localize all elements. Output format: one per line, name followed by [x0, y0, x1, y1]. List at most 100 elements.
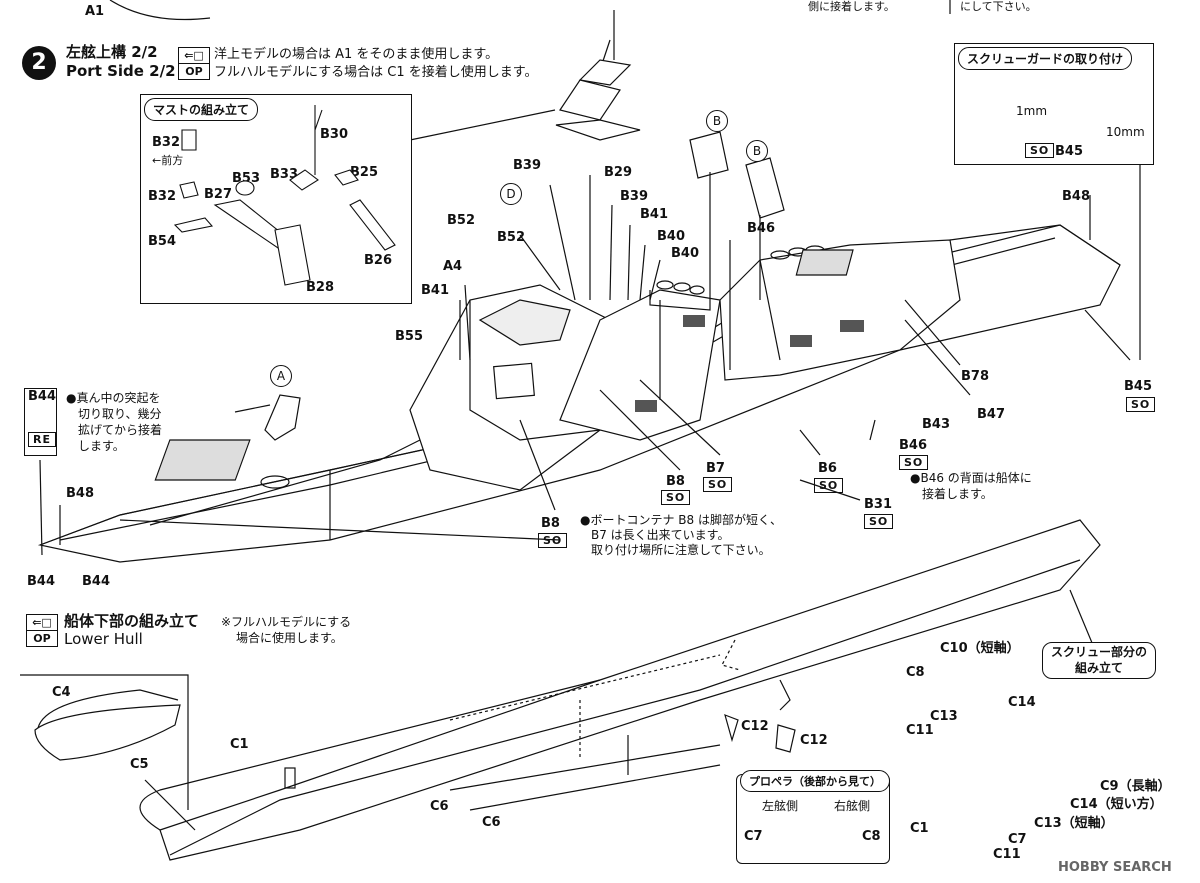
vls-fore: [154, 439, 251, 481]
mast-part-b30: B30: [320, 127, 348, 142]
label-c7: C7: [1008, 832, 1027, 847]
optional-badge-label: OP: [185, 65, 203, 78]
label-c8: C8: [906, 665, 925, 680]
label-b31: B31: [864, 497, 892, 512]
lower-hull-title-jp: 船体下部の組み立て: [64, 612, 200, 630]
mast-part-b53: B53: [232, 171, 260, 186]
label-b8b: B8: [541, 516, 560, 531]
label-c6a: C6: [430, 799, 449, 814]
label-c6b: C6: [482, 815, 501, 830]
label-b39b: B39: [620, 189, 648, 204]
top-fragment-curve: [109, 0, 211, 21]
label-c14a: C14: [1008, 695, 1036, 710]
label-c1a: C1: [230, 737, 249, 752]
callout-b2-circle: B: [746, 140, 768, 162]
superstructure-aft: [719, 239, 961, 381]
label-c5: C5: [130, 757, 149, 772]
label-c12a: C12: [741, 719, 769, 734]
label-c11a: C11: [906, 723, 934, 738]
so-badge-b45: SO: [1126, 397, 1156, 412]
label-b41a: B41: [640, 207, 668, 222]
mast-part-b28: B28: [306, 280, 334, 295]
label-c12b: C12: [800, 733, 828, 748]
screw-guard-dim-1mm: 1mm: [1016, 104, 1048, 118]
callout-b1-circle: B: [706, 110, 728, 132]
screw-guard-dim-10mm: 10mm: [1106, 125, 1145, 139]
b44-note-2: 切り取り、幾分: [78, 407, 162, 421]
label-b43: B43: [922, 417, 950, 432]
label-b6: B6: [818, 461, 837, 476]
main-mast: [555, 10, 641, 141]
vent-grids: [635, 315, 864, 412]
mast-part-b27: B27: [204, 187, 232, 202]
mast-part-b54: B54: [148, 234, 176, 249]
label-b52a: B52: [447, 213, 475, 228]
step-title-jp: 左舷上構 2/2: [66, 43, 158, 61]
mast-box-title: マストの組み立て: [144, 98, 259, 121]
mast-assembly-box: [140, 94, 412, 304]
label-b41b: B41: [421, 283, 449, 298]
b46-note-1: ●B46 の背面は船体に: [910, 471, 1032, 485]
lower-hull: [139, 519, 1101, 861]
top-right-note-2: にして下さい。: [960, 0, 1037, 13]
mast-part-b33: B33: [270, 167, 298, 182]
top-part-a1: A1: [85, 4, 105, 19]
b44-note-1: ●真ん中の突起を: [66, 391, 161, 405]
label-b8a: B8: [666, 474, 685, 489]
label-b29: B29: [604, 165, 632, 180]
step-number-badge: 2: [22, 46, 56, 80]
label-b44a: B44: [27, 574, 55, 589]
screw-guard-title: スクリューガードの取り付け: [958, 47, 1133, 70]
so-badge-b8a: SO: [661, 490, 691, 505]
label-b46a: B46: [747, 221, 775, 236]
screw-guard-part-b45: B45: [1055, 144, 1083, 159]
lower-hull-note-2: 場合に使用します。: [236, 631, 343, 645]
stack-fore: [649, 280, 711, 311]
b44-box-part: B44: [28, 389, 56, 404]
callout-d-circle: D: [500, 183, 522, 205]
b46-note-2: 接着します。: [922, 487, 993, 501]
step-title-en: Port Side 2/2: [66, 62, 176, 80]
so-badge-b7: SO: [703, 477, 733, 492]
boat-note-3: 取り付け場所に注意して下さい。: [591, 543, 771, 557]
top-right-note-1: 側に接着します。: [808, 0, 895, 13]
label-c14b: C14（短い方）: [1070, 797, 1163, 812]
mast-part-b25: B25: [350, 165, 378, 180]
label-b48a: B48: [1062, 189, 1090, 204]
lower-hull-op-icon: ⇐□: [27, 615, 57, 631]
vls-aft: [795, 249, 854, 276]
watermark-text: HOBBY SEARCH: [1058, 860, 1172, 875]
label-b47: B47: [977, 407, 1005, 422]
label-c1b: C1: [910, 821, 929, 836]
label-b40b: B40: [671, 246, 699, 261]
mast-part-b32a: B32: [152, 135, 180, 150]
label-a4: A4: [443, 259, 463, 274]
b44-note-3: 拡げてから接着: [78, 423, 163, 437]
screw-guard-so-badge: SO: [1025, 143, 1055, 158]
label-b46b: B46: [899, 438, 927, 453]
lower-hull-note-1: ※フルハルモデルにする: [221, 615, 352, 629]
so-badge-b8b: SO: [538, 533, 568, 548]
screw-box-title: スクリュー部分の 組み立て: [1042, 642, 1157, 680]
label-b44b: B44: [82, 574, 110, 589]
upper-ship-hull: [37, 10, 1141, 563]
label-c10: C10（短軸）: [940, 641, 1020, 656]
main-gun: [234, 394, 301, 489]
optional-badge: ⇐□ OP: [178, 47, 210, 80]
boat-note-2: B7 は長く出来ています。: [591, 528, 730, 542]
b44-note-4: します。: [78, 439, 125, 453]
label-b48b: B48: [66, 486, 94, 501]
screw-assembly-box: [896, 650, 1190, 863]
launcher-b1: [689, 131, 729, 179]
propeller-left-part: C7: [744, 829, 763, 844]
label-c4: C4: [52, 685, 71, 700]
screw-box-title-2: 組み立て: [1075, 660, 1124, 675]
propeller-box-title: プロペラ（後部から見て）: [740, 770, 890, 792]
label-b52b: B52: [497, 230, 525, 245]
step-instruction-1: 洋上モデルの場合は A1 をそのまま使用します。: [214, 47, 499, 62]
label-b7: B7: [706, 461, 725, 476]
propeller-right-part: C8: [862, 829, 881, 844]
mast-part-b32b: B32: [148, 189, 176, 204]
lower-hull-optional-badge: ⇐□ OP: [26, 614, 58, 647]
